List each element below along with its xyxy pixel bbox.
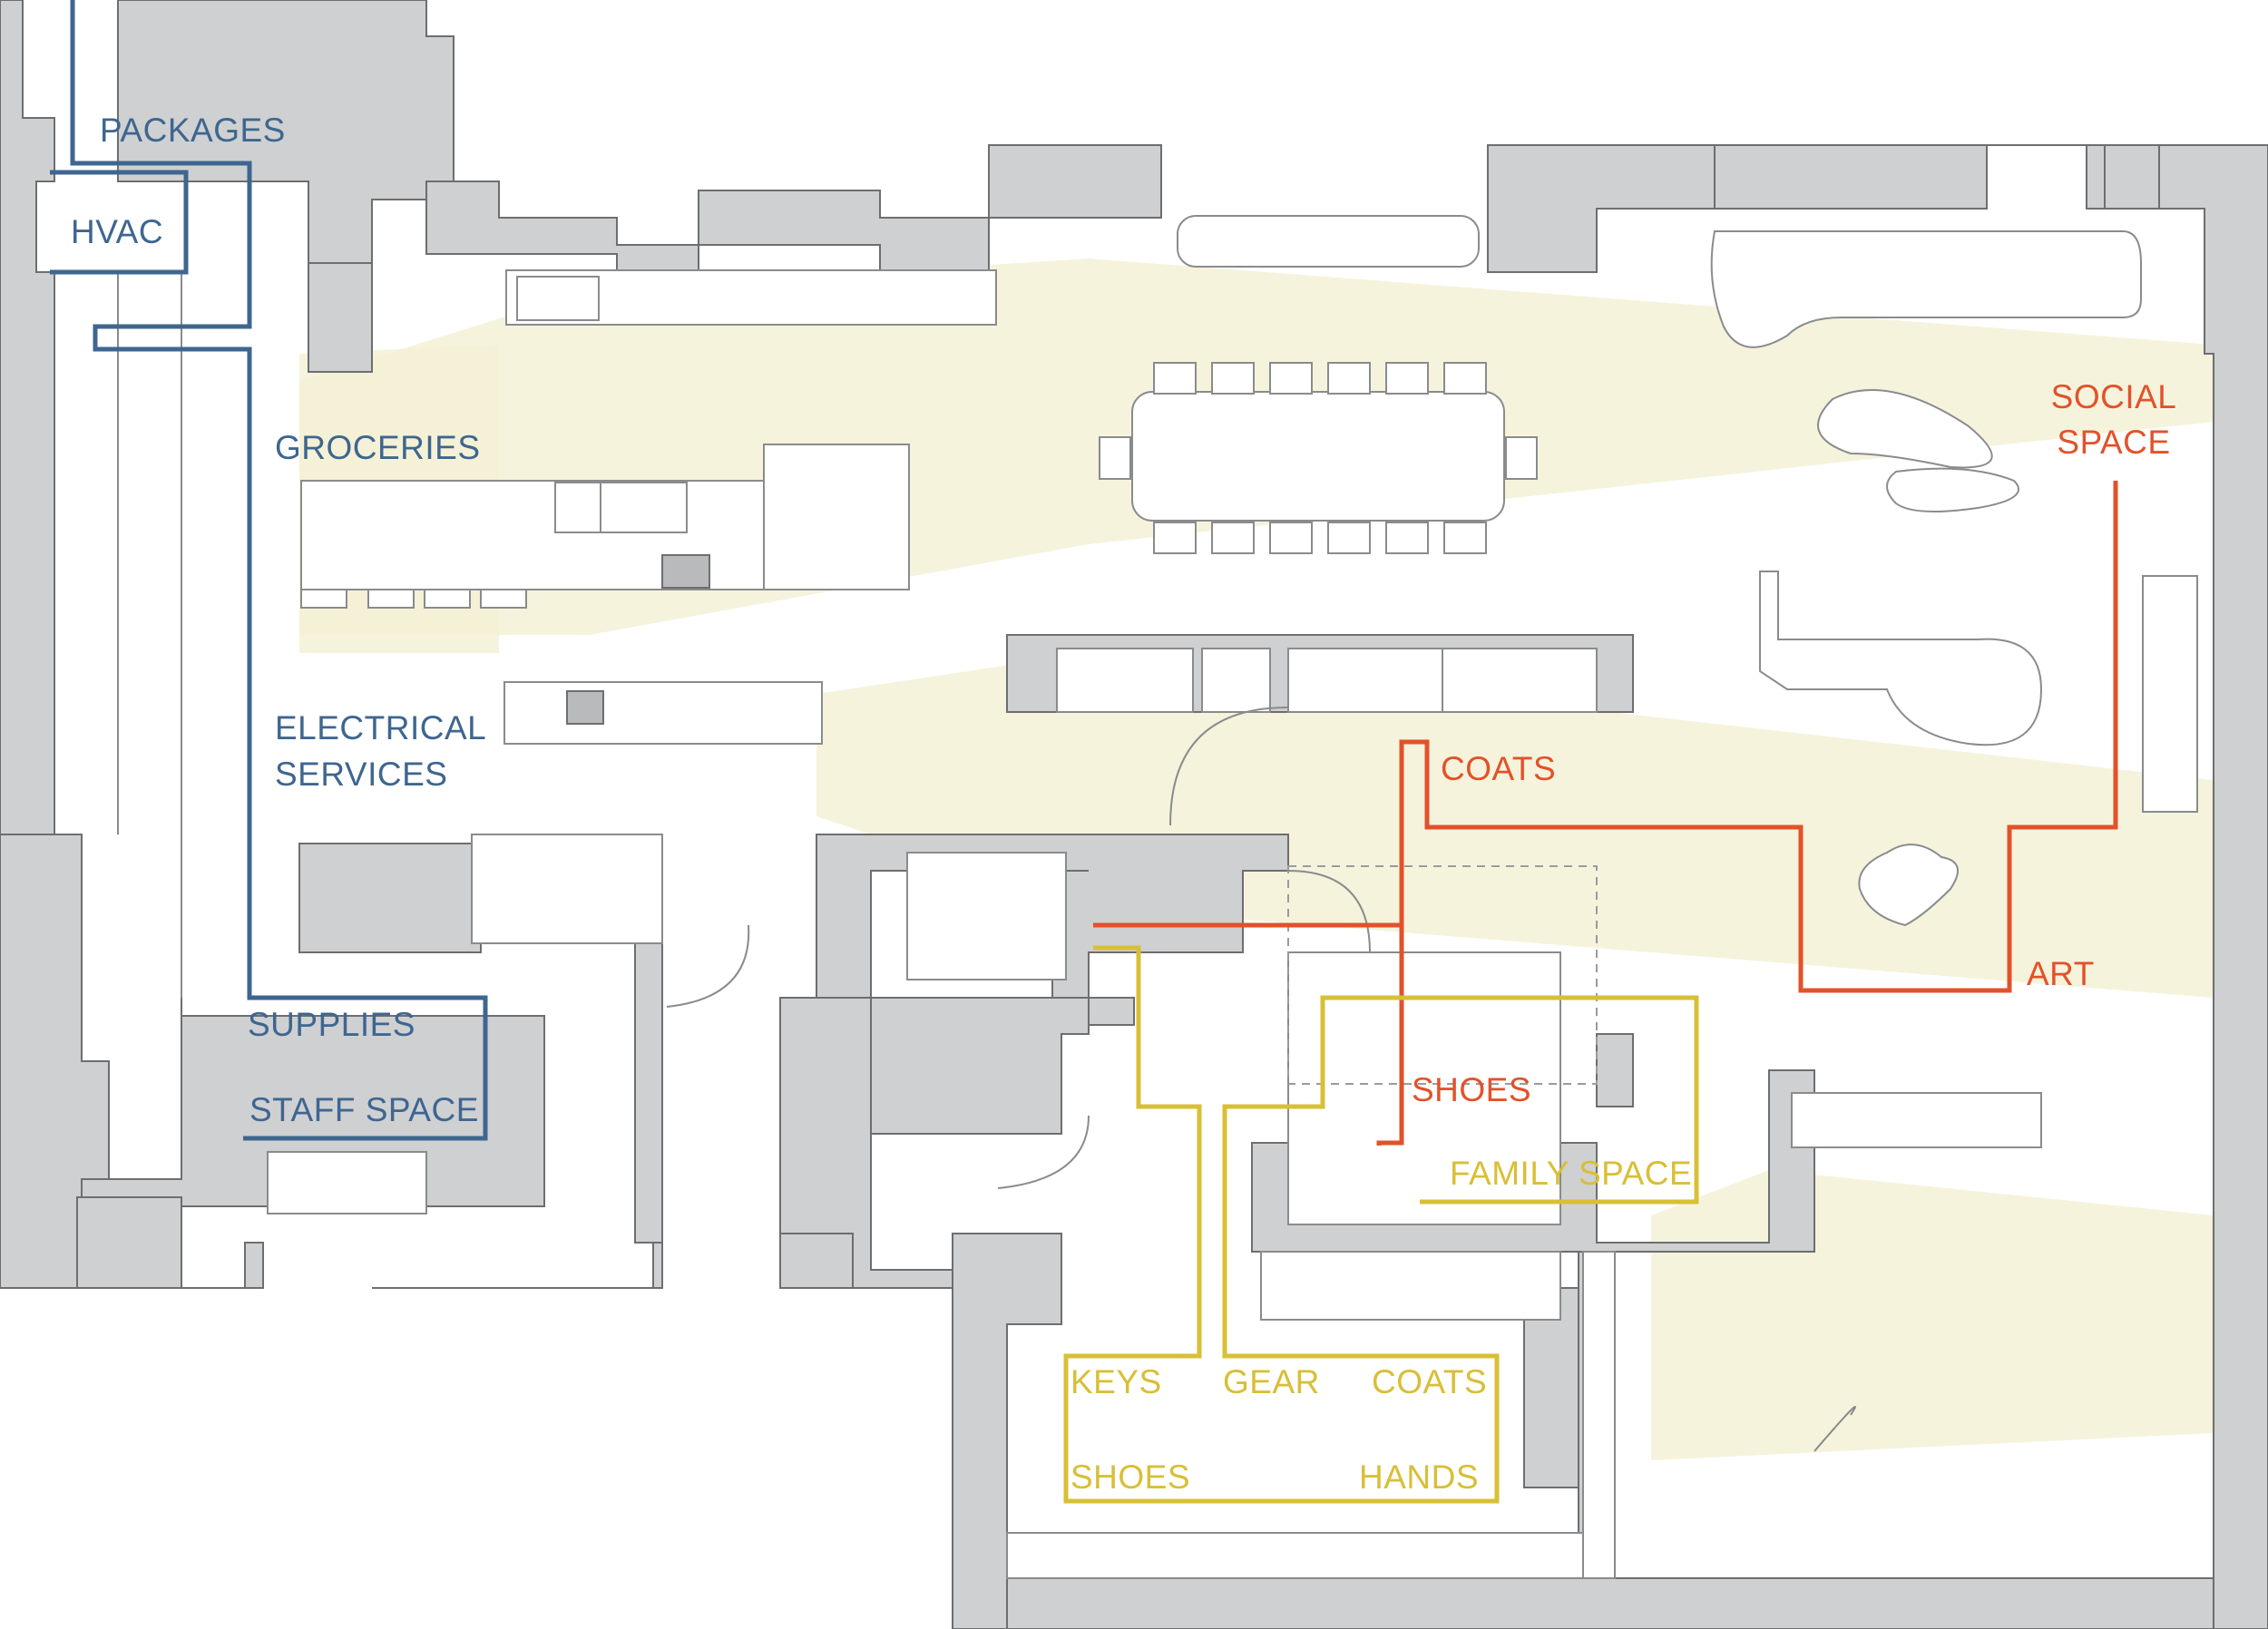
wall-top-center xyxy=(698,144,1162,273)
chair-top-5 xyxy=(1385,362,1429,395)
chair-top-4 xyxy=(1327,362,1371,395)
label-gear: GEAR xyxy=(1223,1363,1320,1400)
interior-lines xyxy=(117,215,2198,1579)
buffet xyxy=(503,681,823,745)
wall-right-notch xyxy=(1596,1033,1634,1107)
island-appliance xyxy=(661,554,710,589)
chair-bottom-2 xyxy=(1211,522,1255,554)
route-family-1 xyxy=(1063,945,1699,1504)
wall-center-lower xyxy=(870,997,1090,1135)
right-cabinet xyxy=(2142,575,2198,813)
label-supplies: SUPPLIES xyxy=(248,1006,415,1043)
island-cooktop xyxy=(600,482,688,533)
route-hvac-box xyxy=(50,170,189,275)
wall-bottom-center xyxy=(952,1233,1062,1629)
wall-toilet-block xyxy=(1088,997,1135,1026)
chair-top-2 xyxy=(1211,362,1255,395)
labels: PACKAGES HVAC GROCERIES ELECTRICAL SERVI… xyxy=(71,112,2176,1496)
dining-chairs xyxy=(1099,362,1538,554)
label-shoes-red: SHOES xyxy=(1412,1071,1531,1108)
chair-end-left xyxy=(1099,436,1131,480)
chair-bottom-5 xyxy=(1385,522,1429,554)
wall-top-right-1 xyxy=(1487,144,1716,273)
stair-treads xyxy=(471,834,663,944)
stool-3 xyxy=(424,589,471,609)
laundry xyxy=(906,852,1067,980)
family-sofa xyxy=(1791,1092,2042,1148)
stool-4 xyxy=(480,589,527,609)
stool-1 xyxy=(300,589,347,609)
door-arc-3 xyxy=(666,924,750,1008)
label-staff-space: STAFF SPACE xyxy=(249,1091,479,1128)
sink-top xyxy=(516,276,600,321)
wall-bottom-left-1 xyxy=(372,1242,663,1289)
buffet-appliance xyxy=(566,690,604,725)
chair-bottom-6 xyxy=(1443,522,1487,554)
label-social-line2: SPACE xyxy=(2057,424,2170,461)
label-packages: PACKAGES xyxy=(100,112,286,149)
wall-left-outer xyxy=(0,0,55,835)
stool-2 xyxy=(367,589,415,609)
door-arc-4 xyxy=(997,1115,1090,1189)
door-arc-2 xyxy=(1287,870,1371,953)
media-unit-2 xyxy=(1201,648,1271,713)
routes xyxy=(50,0,2118,1504)
label-electrical-line2: SERVICES xyxy=(275,756,447,793)
wall-bottom-mid-1 xyxy=(634,924,663,1244)
media-unit-1 xyxy=(1056,648,1194,713)
door-arc-1 xyxy=(1169,707,1289,826)
wall-top-left-2 xyxy=(308,262,373,373)
chair-top-1 xyxy=(1153,362,1197,395)
label-family-space: FAMILY SPACE xyxy=(1450,1155,1692,1192)
wall-top-right-2 xyxy=(1714,144,1988,210)
coffee-table-1 xyxy=(1817,389,1993,469)
chair-bottom-3 xyxy=(1269,522,1313,554)
curved-sofa xyxy=(1710,230,2142,348)
label-hvac: HVAC xyxy=(71,213,163,250)
media-unit-3 xyxy=(1287,648,1443,713)
label-hands: HANDS xyxy=(1359,1458,1479,1496)
art-sculpture xyxy=(1858,844,1959,927)
route-social xyxy=(1376,481,2118,1146)
mudroom-cabinets xyxy=(1260,1251,1561,1321)
label-electrical-line1: ELECTRICAL xyxy=(275,709,486,746)
wall-left-bottom xyxy=(76,1196,264,1289)
wall-top-upper-right xyxy=(2104,144,2160,210)
label-art: ART xyxy=(2027,955,2095,992)
chair-top-6 xyxy=(1443,362,1487,395)
wall-bottom-base xyxy=(1006,1577,2214,1629)
chair-bottom-1 xyxy=(1153,522,1197,554)
label-coats-red: COATS xyxy=(1441,750,1556,787)
label-groceries: GROCERIES xyxy=(275,429,481,466)
dining-bench xyxy=(763,444,910,590)
dining-table xyxy=(1131,391,1505,522)
sofa-top xyxy=(1177,215,1480,268)
l-sofa xyxy=(1759,571,2043,746)
staff-sofa xyxy=(267,1151,427,1214)
chair-end-right xyxy=(1505,436,1538,480)
chair-bottom-4 xyxy=(1327,522,1371,554)
daylight-wedge-lower xyxy=(1651,1170,2214,1460)
wall-stair-box xyxy=(298,843,482,953)
mudroom-bench xyxy=(1006,1532,1589,1579)
label-shoes-yellow: SHOES xyxy=(1070,1458,1190,1496)
wall-top-right-3 xyxy=(1987,144,2268,1629)
wall-top-left xyxy=(117,0,455,264)
chair-top-3 xyxy=(1269,362,1313,395)
label-keys: KEYS xyxy=(1070,1363,1162,1400)
counter-top xyxy=(505,269,997,326)
media-unit-4 xyxy=(1442,648,1598,713)
wall-top-connector xyxy=(425,180,699,282)
right-closet xyxy=(1582,1251,1616,1579)
upper-dashed-area xyxy=(1287,865,1598,1085)
door-arc-5 xyxy=(1813,1406,1856,1452)
label-social-line1: SOCIAL xyxy=(2051,378,2177,415)
coffee-table-2 xyxy=(1886,467,2019,512)
label-coats-yellow: COATS xyxy=(1372,1363,1487,1400)
route-service xyxy=(70,0,488,1141)
wall-bottom-mid-2 xyxy=(779,1233,854,1289)
